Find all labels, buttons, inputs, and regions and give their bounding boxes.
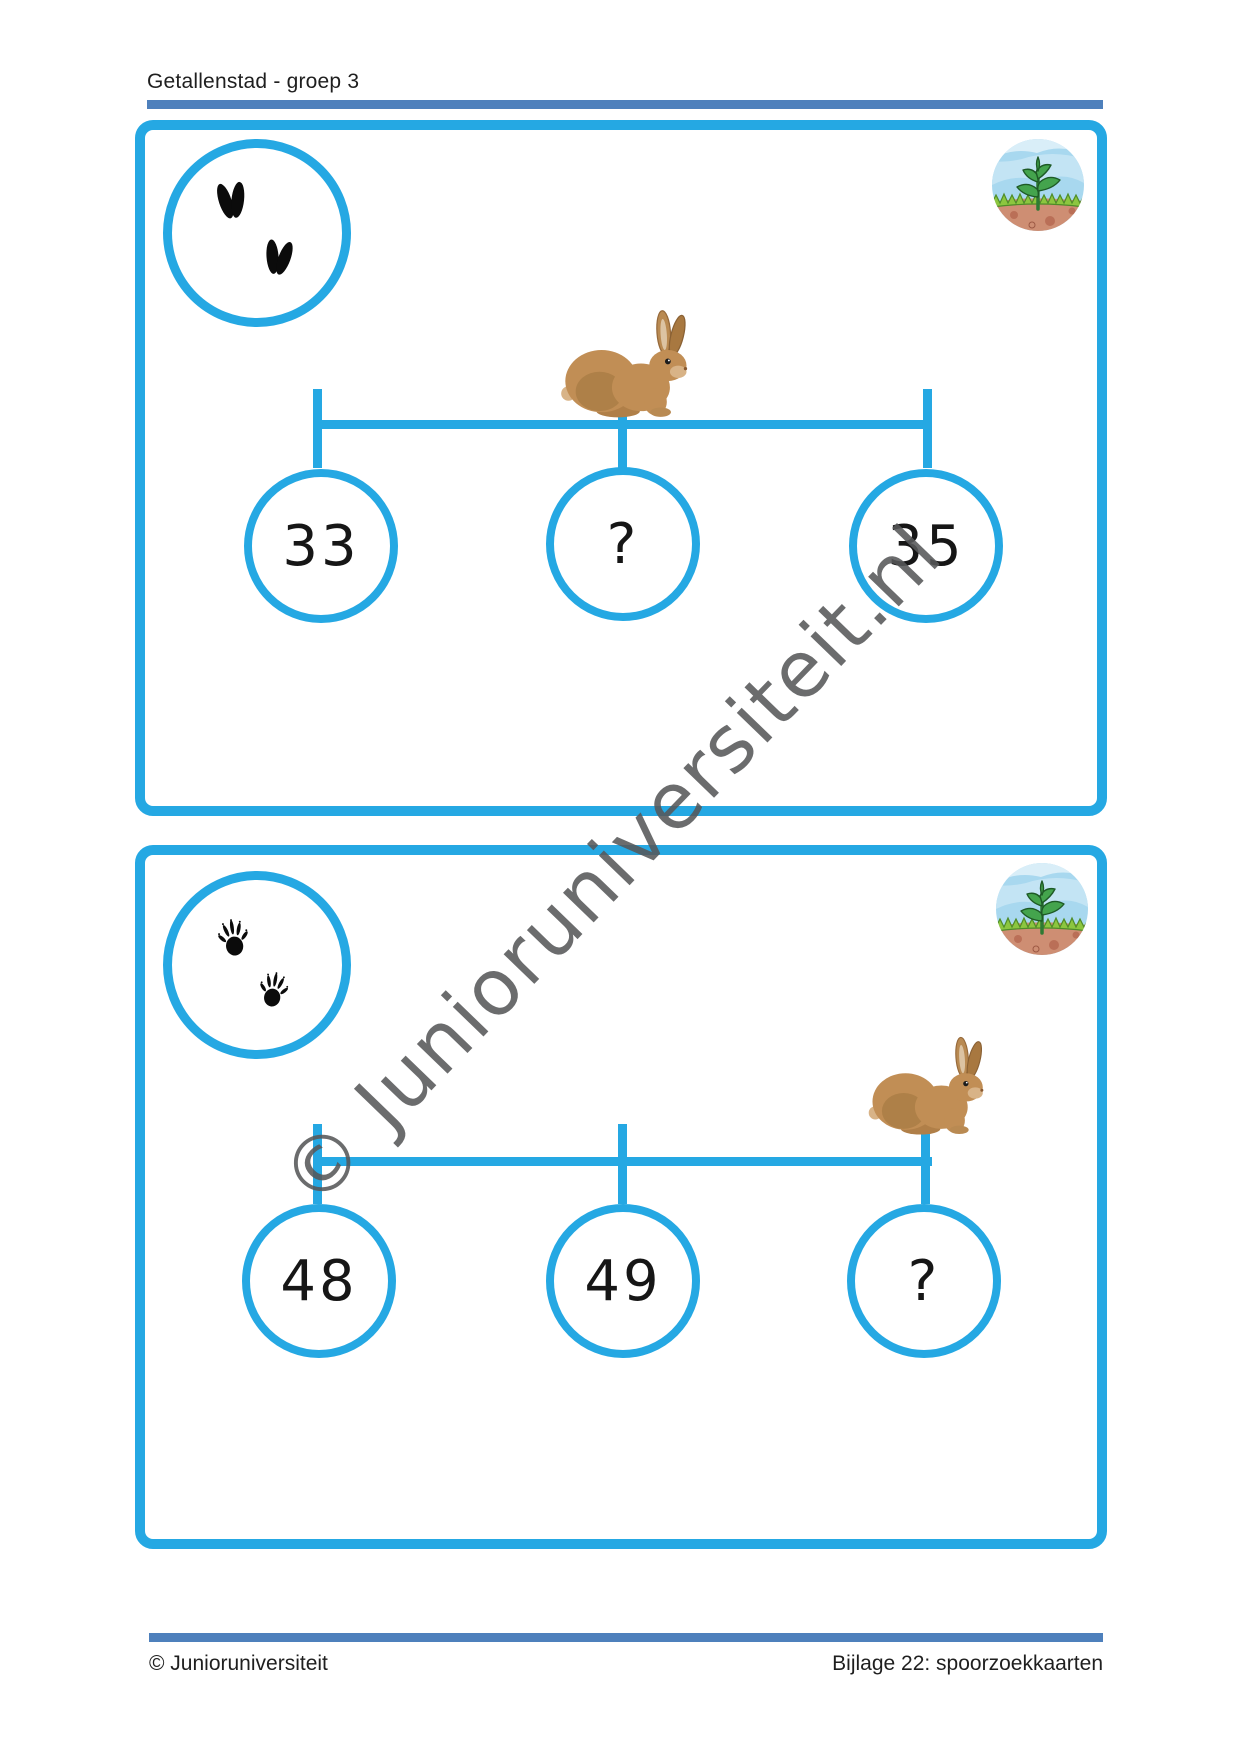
track-print-circle <box>163 139 351 327</box>
number-line-tick-left <box>313 1124 322 1204</box>
number-value: 33 <box>282 513 360 579</box>
hoof-print-icon <box>212 176 252 224</box>
number-line-tick-left <box>313 389 322 468</box>
number-value: ? <box>606 511 640 577</box>
page-title: Getallenstad - groep 3 <box>147 70 360 93</box>
track-card-1: 33 ? 35 <box>135 120 1107 816</box>
number-line-tick-right <box>923 389 932 468</box>
track-card-2: 48 49 ? <box>135 845 1107 1549</box>
number-circle: ? <box>847 1204 1001 1358</box>
paw-print-icon <box>216 917 252 959</box>
number-circle: 49 <box>546 1204 700 1358</box>
footer: © Junioruniversiteit Bijlage 22: spoorzo… <box>149 1652 1103 1676</box>
number-value: ? <box>907 1248 941 1314</box>
number-circle: 35 <box>849 469 1003 623</box>
paw-print-icon <box>256 969 291 1011</box>
number-circle: 33 <box>244 469 398 623</box>
footer-divider <box>149 1633 1103 1642</box>
number-value: 35 <box>887 513 965 579</box>
number-circle: 48 <box>242 1204 396 1358</box>
footer-copyright: © Junioruniversiteit <box>149 1652 328 1675</box>
footer-appendix-label: Bijlage 22: spoorzoekkaarten <box>832 1652 1103 1675</box>
number-value: 48 <box>280 1248 358 1314</box>
rabbit-icon <box>556 306 701 421</box>
number-line-tick-right <box>921 1124 930 1204</box>
hoof-print-icon <box>260 232 297 283</box>
header-divider <box>147 100 1103 109</box>
number-value: 49 <box>584 1248 662 1314</box>
number-line-tick-middle <box>618 1124 627 1204</box>
rabbit-icon <box>864 1033 996 1138</box>
track-print-circle <box>163 871 351 1059</box>
seedling-icon <box>996 863 1088 955</box>
seedling-icon <box>992 139 1084 231</box>
number-circle: ? <box>546 467 700 621</box>
number-line-tick-middle <box>618 389 627 468</box>
